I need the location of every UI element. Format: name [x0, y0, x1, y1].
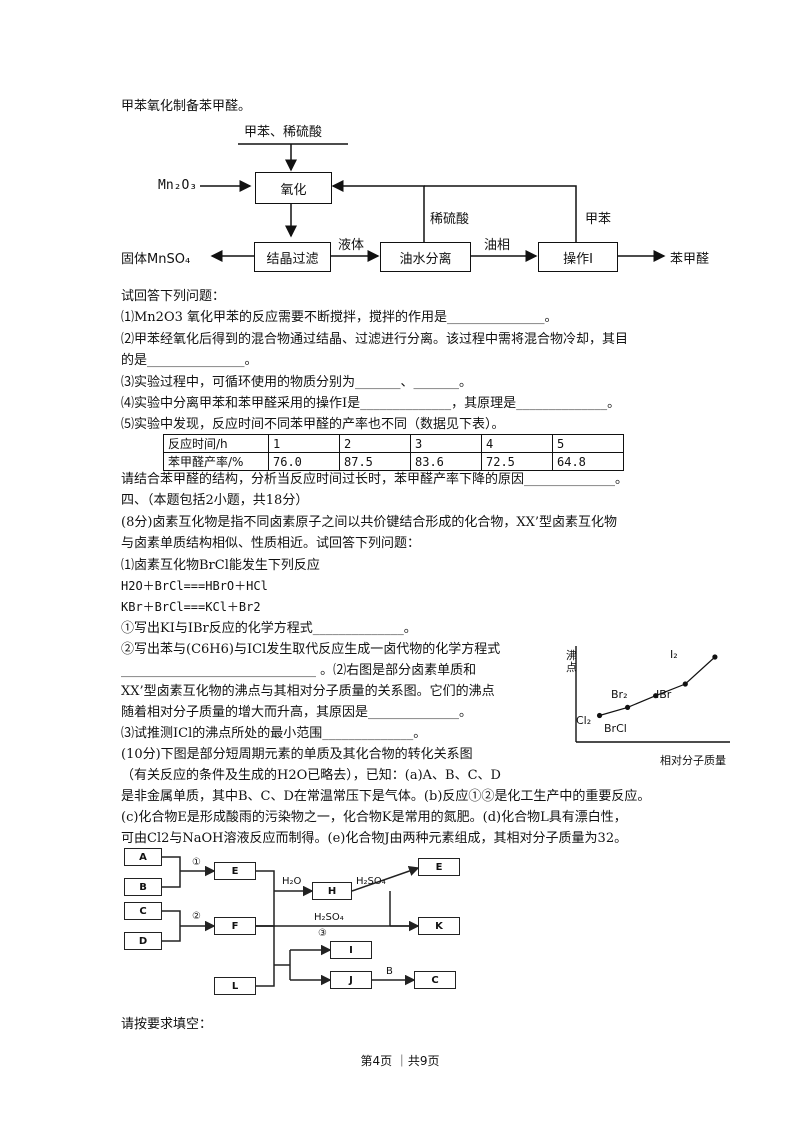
- flow-input-top: 甲苯、稀硫酸: [244, 125, 323, 140]
- node-j: J: [330, 971, 372, 989]
- reaction-1-label: ①: [192, 857, 201, 868]
- flow-label-acid: 稀硫酸: [430, 212, 470, 227]
- chart-label-cl2: Cl₂: [576, 714, 592, 727]
- flow-label-toluene: 甲苯: [585, 212, 612, 227]
- chart-label-brcl: BrCl: [604, 722, 627, 735]
- h2so4-label-upper: H₂SO₄: [356, 876, 386, 887]
- data-point-4: [712, 654, 718, 660]
- flow-label-oil: 油相: [484, 238, 511, 253]
- problem-1-line: 与卤素单质结构相似、性质相近。试回答下列问题：: [121, 536, 421, 551]
- intro-text: 甲苯氧化制备苯甲醛。: [121, 99, 252, 114]
- table-cell: 72.5: [481, 452, 553, 471]
- chart-label-br2: Br₂: [611, 688, 628, 701]
- problem-2-line: （有关反应的条件及生成的H2O已略去），已知：(a)A、B、C、D: [121, 768, 501, 783]
- equation-2: KBr＋BrCl===KCl＋Br2: [121, 600, 261, 614]
- yield-table: 反应时间/h 1 2 3 4 5 苯甲醛产率/% 76.0 87.5 83.6 …: [163, 434, 624, 471]
- flow-box-filter: 结晶过滤: [254, 242, 331, 272]
- flow-output-solid: 固体MnSO₄: [121, 252, 191, 267]
- table-row: 反应时间/h 1 2 3 4 5: [163, 434, 624, 453]
- table-row-header: 反应时间/h: [163, 434, 269, 453]
- problem-1-line: ①写出KI与IBr反应的化学方程式______________。: [121, 621, 417, 636]
- boiling-point-chart: [575, 646, 730, 743]
- flow-box-oxidation: 氧化: [255, 172, 332, 204]
- table-cell: 87.5: [339, 452, 411, 471]
- equation-1: H2O＋BrCl===HBrO＋HCl: [121, 579, 268, 593]
- problem-1-line: XX’型卤素互化物的沸点与其相对分子质量的关系图。它们的沸点: [121, 684, 495, 699]
- chart-ylabel: 沸点: [566, 649, 577, 674]
- table-cell: 2: [339, 434, 411, 453]
- data-point-3: [682, 681, 688, 687]
- node-e: E: [214, 862, 256, 880]
- flow-output-product: 苯甲醛: [670, 252, 710, 267]
- table-cell: 64.8: [552, 452, 624, 471]
- table-cell: 3: [410, 434, 482, 453]
- chart-xlabel: 相对分子质量: [660, 754, 726, 767]
- h2so4-label-lower: H₂SO₄: [314, 912, 344, 923]
- table-cell: 5: [552, 434, 624, 453]
- reaction-3-label: ③: [318, 928, 327, 939]
- table-cell: 83.6: [410, 452, 482, 471]
- table-row-header: 苯甲醛产率/%: [163, 452, 269, 471]
- questions-lead: 试回答下列问题：: [121, 289, 226, 304]
- question-5: ⑸实验中发现，反应时间不同苯甲醛的产率也不同（数据见下表）。: [121, 417, 505, 432]
- node-i: I: [330, 941, 372, 959]
- problem-1-line: 随着相对分子质量的增大而升高，其原因是______________。: [121, 705, 473, 720]
- question-5-follow: 请结合苯甲醛的结构，分析当反应时间过长时，苯甲醛产率下降的原因_________…: [121, 472, 629, 487]
- question-2-line1: ⑵甲苯经氧化后得到的混合物通过结晶、过滤进行分离。该过程中需将混合物冷却，其目: [121, 332, 629, 347]
- table-row: 苯甲醛产率/% 76.0 87.5 83.6 72.5 64.8: [163, 452, 624, 471]
- page-footer: 第4页 ｜共9页: [360, 1054, 440, 1068]
- node-c: C: [124, 902, 162, 920]
- series-line: [599, 656, 716, 717]
- data-point-1: [624, 704, 631, 710]
- problem-1-line: ______________________________ 。⑵右图是部分卤素…: [121, 663, 477, 678]
- node-e-product: E: [418, 858, 460, 876]
- question-2-line2: 的是_______________。: [121, 353, 258, 368]
- problem-1-line: ②写出苯与(C6H6)与ICl发生取代反应生成一卤代物的化学方程式: [121, 642, 501, 657]
- problem-2-line: 是非金属单质，其中B、C、D在常温常压下是气体。(b)反应①②是化工生产中的重要…: [121, 789, 651, 804]
- reaction-2-label: ②: [192, 911, 201, 922]
- node-b: B: [124, 878, 162, 896]
- h2o-label: H₂O: [282, 876, 302, 887]
- question-4: ⑷实验中分离甲苯和苯甲醛采用的操作Ⅰ是______________，其原理是__…: [121, 396, 621, 411]
- problem-1-line: ⑴卤素互化物BrCl能发生下列反应: [121, 558, 320, 573]
- node-h: H: [312, 882, 352, 900]
- question-3: ⑶实验过程中，可循环使用的物质分别为_______、_______。: [121, 375, 473, 390]
- node-a: A: [124, 848, 162, 866]
- node-f: F: [214, 917, 256, 935]
- node-l: L: [214, 977, 256, 995]
- problem-2-line: (10分)下图是部分短周期元素的单质及其化合物的转化关系图: [121, 747, 473, 762]
- flow-label-liquid: 液体: [338, 238, 365, 253]
- b-label: B: [386, 966, 393, 977]
- section-4-heading: 四、（本题包括2小题，共18分）: [121, 493, 309, 508]
- closing-text: 请按要求填空：: [121, 1017, 213, 1032]
- question-1: ⑴Mn2O3 氧化甲苯的反应需要不断搅拌，搅拌的作用是_____________…: [121, 310, 558, 325]
- problem-1-line: (8分)卤素互化物是指不同卤素原子之间以共价键结合形成的化合物，XX’型卤素互化…: [121, 515, 618, 530]
- diagram-connectors: [162, 856, 420, 987]
- node-d: D: [124, 932, 162, 950]
- problem-2-line: (c)化合物E是形成酸雨的污染物之一，化合物K是常用的氮肥。(d)化合物L具有漂…: [121, 810, 627, 825]
- table-cell: 1: [268, 434, 340, 453]
- chart-label-ibr: IBr: [656, 688, 672, 701]
- node-k: K: [418, 917, 460, 935]
- data-point-0: [596, 712, 603, 719]
- flow-box-separator: 油水分离: [380, 242, 471, 272]
- problem-1-line: ⑶试推测ICl的沸点所处的最小范围______________。: [121, 726, 427, 741]
- node-c-product: C: [414, 971, 456, 989]
- data-point-2: [653, 693, 659, 699]
- flowchart-arrows: [200, 143, 666, 262]
- chart-label-i2: I₂: [670, 648, 678, 661]
- table-cell: 76.0: [268, 452, 340, 471]
- flow-box-operation: 操作Ⅰ: [538, 242, 618, 272]
- problem-2-line: 可由Cl2与NaOH溶液反应而制得。(e)化合物J由两种元素组成，其相对分子质量…: [121, 831, 628, 846]
- table-cell: 4: [481, 434, 553, 453]
- flow-input-left: Mn₂O₃: [158, 178, 198, 193]
